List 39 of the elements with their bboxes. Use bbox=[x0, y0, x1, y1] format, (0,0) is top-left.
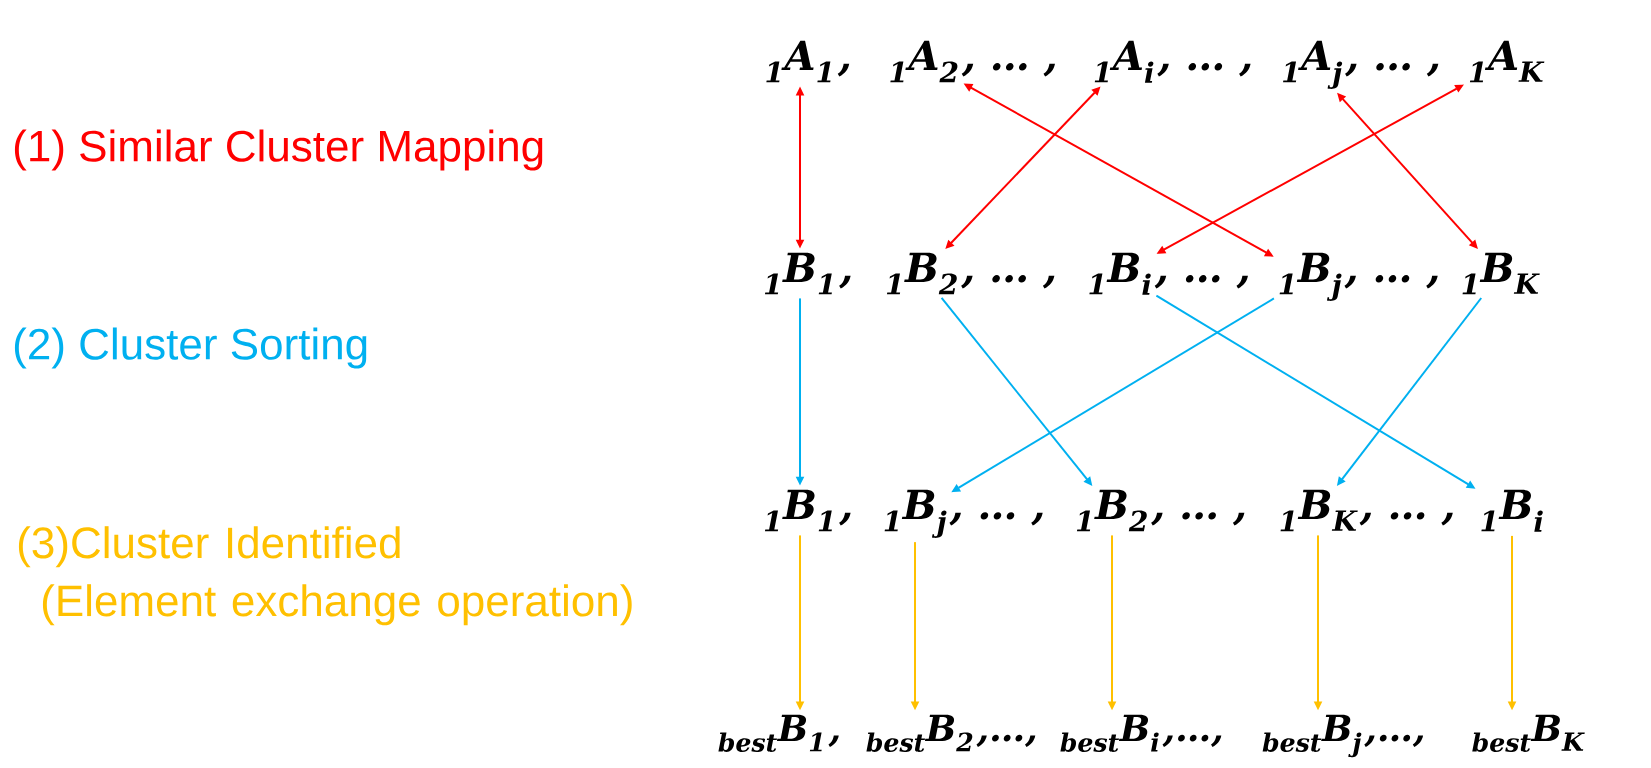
term: $_{1}$B$_{K}$ bbox=[1462, 252, 1540, 295]
separator: ,…, bbox=[976, 734, 1036, 747]
term: $_{1}$B$_{j}$ bbox=[884, 489, 947, 538]
separator: , … , bbox=[949, 512, 1043, 526]
step-label: (2) Cluster Sorting bbox=[14, 327, 367, 369]
term: $_{1}$B$_{i}$ bbox=[1481, 489, 1543, 532]
separator: ,…, bbox=[1162, 734, 1222, 747]
term: $_{best}$B$_{2}$ bbox=[866, 714, 973, 752]
term: $_{1}$B$_{2}$ bbox=[1076, 489, 1147, 532]
step-label: (3)Cluster Identified (Element exchange operation) bbox=[18, 526, 632, 626]
separator: , bbox=[839, 275, 851, 289]
separator: ,…, bbox=[1364, 734, 1424, 747]
separator: , … , bbox=[1151, 512, 1245, 526]
term: $_{1}$A$_{2}$ bbox=[890, 40, 958, 83]
separator: , … , bbox=[1344, 275, 1438, 289]
term: $_{best}$B$_{K}$ bbox=[1472, 714, 1585, 752]
separator: , … , bbox=[1154, 275, 1248, 289]
separator: , … , bbox=[1359, 512, 1453, 526]
term: $_{1}$B$_{1}$ bbox=[764, 489, 832, 532]
separator: , … , bbox=[961, 275, 1055, 289]
term: $_{1}$B$_{1}$ bbox=[764, 252, 832, 295]
term: $_{best}$B$_{j}$ bbox=[1262, 714, 1362, 758]
term: $_{1}$B$_{j}$ bbox=[1279, 252, 1342, 301]
term: $_{1}$B$_{2}$ bbox=[886, 252, 957, 295]
separator: , bbox=[839, 512, 851, 526]
separator: , bbox=[837, 63, 850, 77]
term: $_{1}$A$_{K}$ bbox=[1469, 40, 1545, 83]
term: $_{1}$B$_{K}$ bbox=[1280, 489, 1358, 532]
term: $_{best}$B$_{1}$ bbox=[718, 714, 822, 752]
step-label: (1) Similar Cluster Mapping bbox=[14, 129, 543, 171]
term: $_{best}$B$_{i}$ bbox=[1060, 714, 1159, 752]
term: $_{1}$A$_{i}$ bbox=[1094, 40, 1154, 83]
separator: , bbox=[828, 735, 839, 747]
separator: , … , bbox=[1345, 63, 1439, 77]
term: $_{1}$A$_{j}$ bbox=[1283, 40, 1343, 89]
term: $_{1}$B$_{i}$ bbox=[1089, 252, 1151, 295]
separator: , … , bbox=[961, 63, 1055, 77]
separator: , … , bbox=[1157, 63, 1251, 77]
term: $_{1}$A$_{1}$ bbox=[766, 40, 831, 83]
